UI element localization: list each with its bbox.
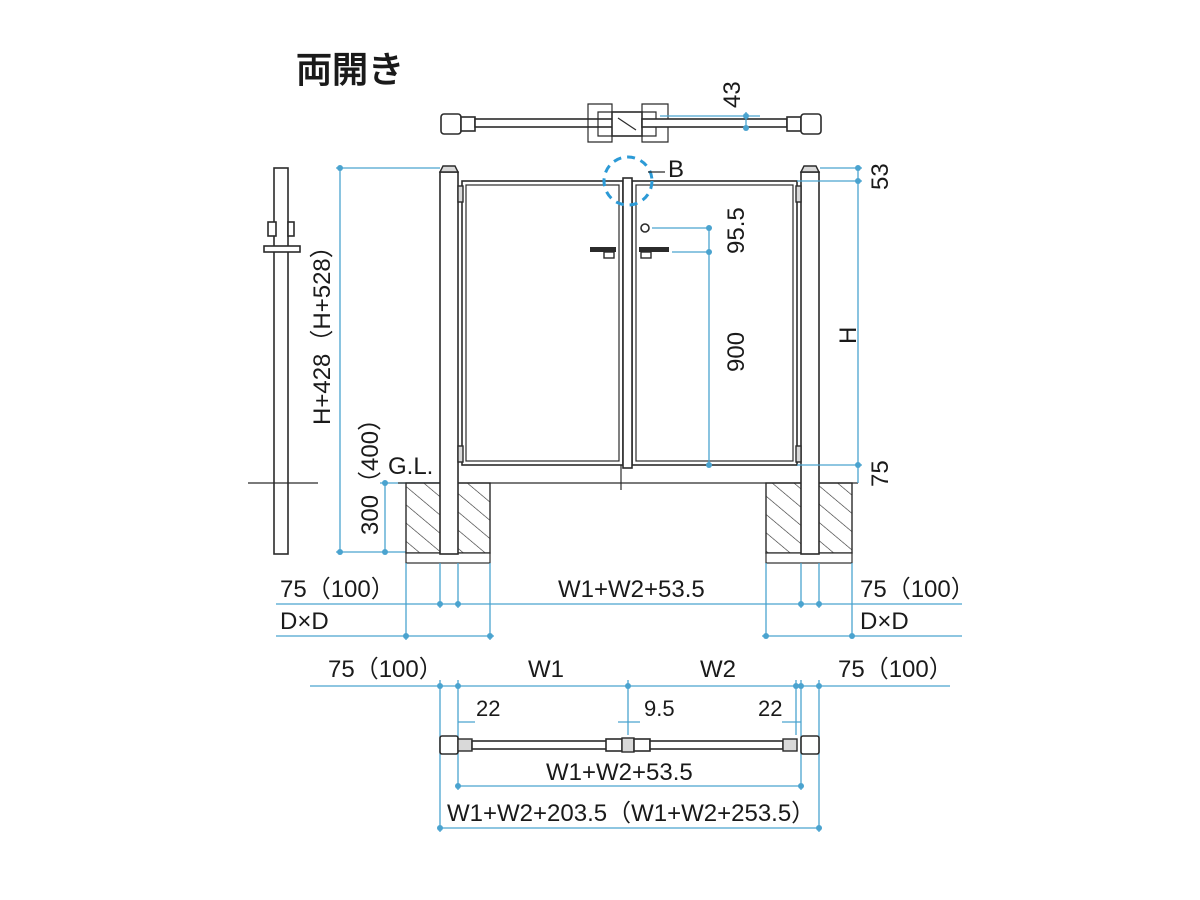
plan-right-leaf (641, 118, 788, 128)
handle-height-label: 900 (723, 332, 750, 372)
key-cylinder (640, 223, 650, 233)
plan-total-width-label: W1+W2+203.5（W1+W2+253.5） (447, 800, 815, 827)
plan-inner-width-label: W1+W2+53.5 (546, 759, 693, 786)
side-hinge-upper (267, 221, 277, 237)
plan-bottom-left-post (439, 735, 459, 755)
right-leaf (631, 180, 798, 466)
plan-latch-bracket-right (641, 103, 669, 143)
elevation-width-dimensions: 75（100） D×D W1+W2+53.5 75（100） D×D (276, 563, 975, 640)
plan-left-post (440, 113, 462, 135)
detail-b-label: B (668, 156, 684, 183)
left-footing-label: D×D (280, 608, 329, 635)
bottom-offset-label: 75 (867, 460, 894, 487)
top-plan-view: 43 (440, 81, 822, 143)
plan-latch-line (617, 117, 637, 131)
plan-w1-label: W1 (528, 656, 564, 683)
post-length-label: H+428（H+528） (309, 234, 336, 425)
center-stile (622, 177, 633, 469)
right-lever-handle (639, 247, 669, 259)
left-lever-handle (590, 247, 616, 259)
plan-left-post-label: 75（100） (328, 656, 443, 683)
right-post (800, 171, 820, 555)
height-label: H (835, 327, 862, 344)
right-footing-label: D×D (860, 608, 909, 635)
plan-gap-center-label: 9.5 (644, 696, 675, 721)
post-length-dimension: H+428（H+528） (309, 165, 440, 555)
front-elevation: B (398, 155, 858, 564)
embed-depth-label: 300（400） (357, 407, 384, 535)
left-leaf (461, 180, 624, 466)
drawing-title: 両開き (296, 50, 404, 91)
plan-bottom-left-leaf (471, 740, 619, 750)
left-post-width-label: 75（100） (280, 576, 395, 603)
handle-dimensions: 95.5 900 (652, 207, 750, 468)
plan-right-post-label: 75（100） (838, 656, 953, 683)
ground-line-label: G.L. (388, 453, 433, 480)
bottom-plan-view: 75（100） W1 W2 75（100） 22 9.5 22 W1+W2+53… (310, 656, 953, 832)
detail-b-circle (602, 155, 654, 207)
plan-left-leaf (474, 118, 616, 128)
inner-width-upper-label: W1+W2+53.5 (558, 576, 705, 603)
plan-bottom-right-post (800, 735, 820, 755)
lock-offset-label: 95.5 (723, 207, 750, 254)
plan-gap-left-label: 22 (476, 696, 500, 721)
plan-bottom-right-leaf (649, 740, 784, 750)
side-post (273, 167, 289, 555)
height-dimensions: 53 H 75 (797, 163, 894, 487)
left-post (439, 171, 459, 555)
right-post-width-label: 75（100） (860, 576, 975, 603)
plan-right-hinge (786, 116, 802, 132)
plan-latch-bracket-left (587, 103, 613, 143)
plan-right-post (800, 113, 822, 135)
plan-gap-right-label: 22 (758, 696, 782, 721)
plan-depth-label: 43 (719, 81, 746, 108)
side-hinge-upper-b (287, 221, 295, 237)
plan-w2-label: W2 (700, 656, 736, 683)
side-handle (263, 245, 301, 253)
side-view (248, 167, 318, 555)
top-offset-label: 53 (867, 163, 894, 190)
plan-left-hinge (460, 116, 476, 132)
